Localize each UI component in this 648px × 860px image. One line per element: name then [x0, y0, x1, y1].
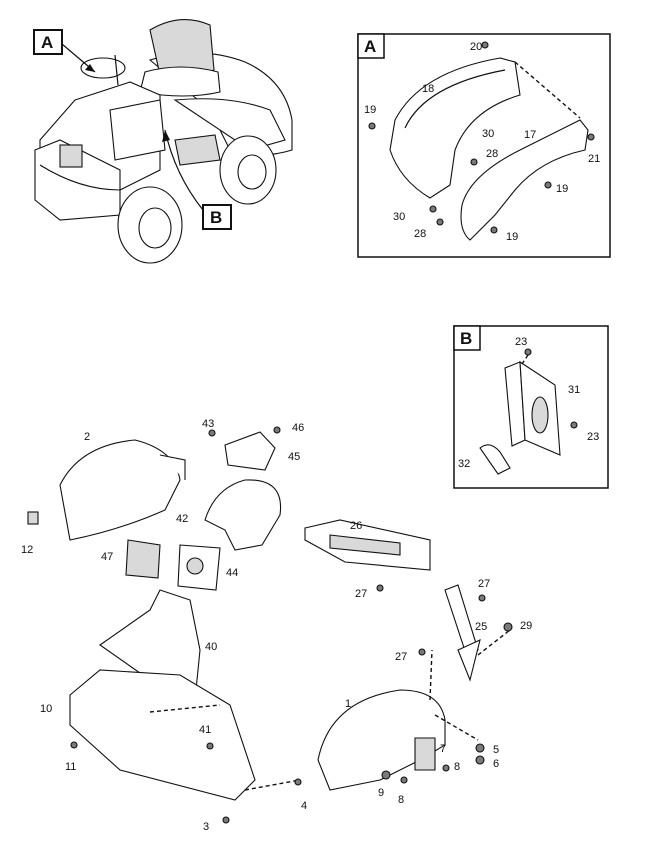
svg-text:19: 19	[556, 183, 568, 195]
svg-text:45: 45	[288, 451, 300, 463]
svg-text:10: 10	[40, 703, 52, 715]
svg-text:3: 3	[203, 821, 209, 833]
svg-text:2: 2	[84, 431, 90, 443]
svg-text:21: 21	[588, 153, 600, 165]
svg-text:1: 1	[345, 698, 351, 710]
svg-text:18: 18	[422, 83, 434, 95]
svg-text:A: A	[364, 37, 376, 56]
svg-text:27: 27	[478, 578, 490, 590]
svg-text:30: 30	[482, 128, 494, 140]
detail-a-frame: A	[357, 33, 611, 258]
tractor-overview	[34, 19, 293, 264]
svg-text:23: 23	[587, 431, 599, 443]
svg-text:28: 28	[414, 228, 426, 240]
svg-text:8: 8	[398, 794, 404, 806]
svg-text:12: 12	[21, 544, 33, 556]
svg-text:B: B	[460, 329, 472, 348]
svg-text:28: 28	[486, 148, 498, 160]
svg-text:40: 40	[205, 641, 217, 653]
svg-text:8: 8	[454, 761, 460, 773]
svg-text:27: 27	[355, 588, 367, 600]
svg-text:9: 9	[378, 787, 384, 799]
detail-b-labels: 23 31 23 32	[458, 336, 599, 470]
svg-text:41: 41	[199, 724, 211, 736]
svg-text:19: 19	[364, 104, 376, 116]
svg-text:43: 43	[202, 418, 214, 430]
svg-text:5: 5	[493, 744, 499, 756]
svg-text:27: 27	[395, 651, 407, 663]
svg-text:17: 17	[524, 129, 536, 141]
svg-text:6: 6	[493, 758, 499, 770]
svg-text:42: 42	[176, 513, 188, 525]
svg-text:25: 25	[475, 621, 487, 633]
svg-text:4: 4	[301, 800, 307, 812]
main-labels: 43 46 45 2 42 12 47 44 26 27 27 25 29 27…	[21, 418, 532, 833]
detail-b-frame: B	[453, 325, 609, 489]
svg-text:20: 20	[470, 41, 482, 53]
svg-text:44: 44	[226, 567, 238, 579]
svg-text:30: 30	[393, 211, 405, 223]
svg-text:47: 47	[101, 551, 113, 563]
svg-text:29: 29	[520, 620, 532, 632]
svg-text:19: 19	[506, 231, 518, 243]
callout-b: B	[162, 129, 232, 230]
svg-text:B: B	[210, 208, 222, 227]
svg-text:11: 11	[65, 761, 76, 773]
svg-text:7: 7	[440, 743, 446, 755]
detail-a-labels: 20 18 19 30 17 28 21 19 30 28 19	[364, 41, 600, 243]
svg-text:A: A	[41, 33, 53, 52]
svg-text:46: 46	[292, 422, 304, 434]
main-exploded-view	[27, 426, 513, 824]
svg-text:31: 31	[568, 384, 580, 396]
svg-text:23: 23	[515, 336, 527, 348]
callout-a: A	[33, 29, 96, 73]
svg-text:26: 26	[350, 520, 362, 532]
svg-text:32: 32	[458, 458, 470, 470]
